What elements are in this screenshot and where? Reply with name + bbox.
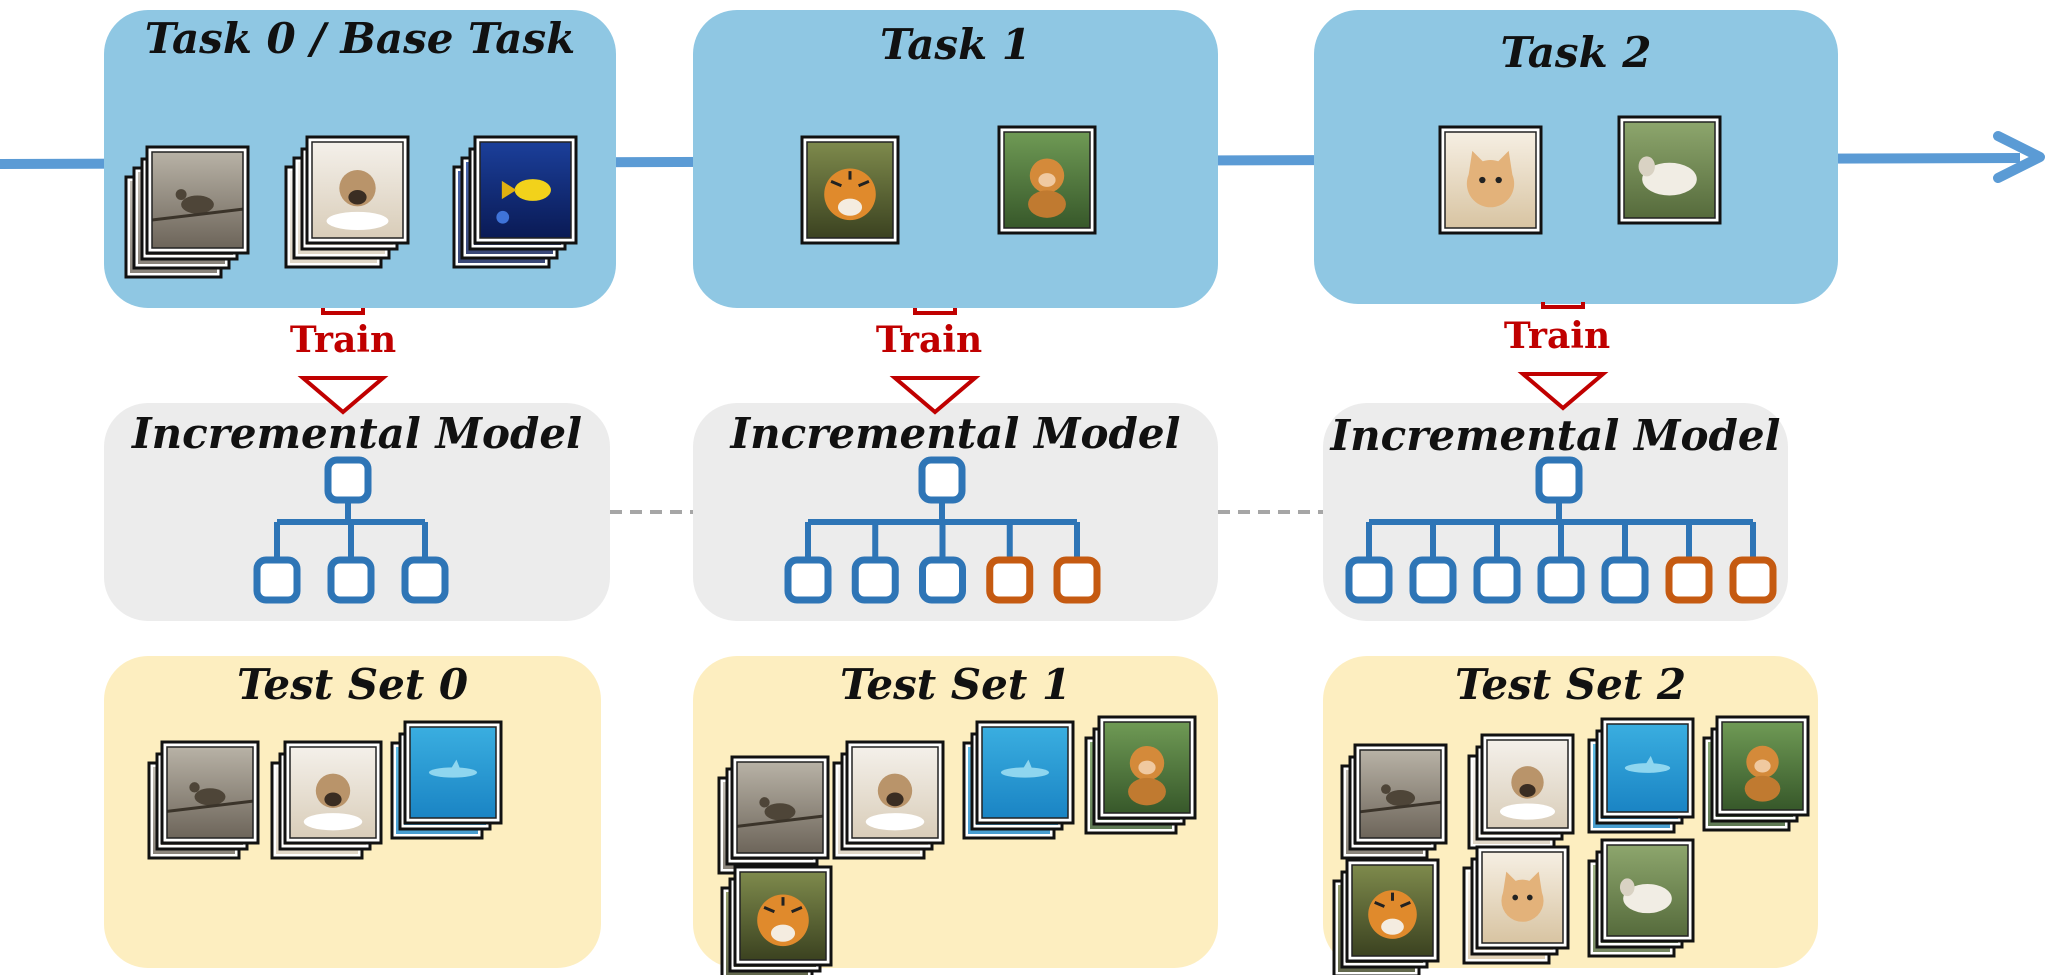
old-class-node <box>1473 556 1521 604</box>
old-class-node <box>327 556 375 604</box>
test-image-stack <box>1587 717 1695 834</box>
test-image-stack <box>147 740 260 860</box>
model-title: Incremental Model <box>131 409 583 458</box>
new-class-node <box>986 556 1034 604</box>
old-class-node <box>1537 556 1585 604</box>
task-image-stack <box>1438 125 1543 235</box>
model-title: Incremental Model <box>730 409 1181 458</box>
test-image-stack <box>390 720 503 840</box>
test-image-stack <box>720 865 833 975</box>
train-label: Train <box>875 319 983 361</box>
timeline-arrowhead <box>1993 131 2045 183</box>
test-image-stack <box>717 755 830 875</box>
task-image-stack <box>284 135 410 269</box>
test-image-stack <box>1332 858 1440 975</box>
old-class-node <box>1409 556 1457 604</box>
old-class-node <box>784 556 832 604</box>
test-set-title: Test Set 1 <box>839 660 1072 709</box>
old-class-node <box>851 556 899 604</box>
old-class-node <box>919 556 966 604</box>
root-node <box>918 456 966 504</box>
test-image-stack <box>962 720 1075 840</box>
old-class-node <box>253 556 301 604</box>
test-image-stack <box>1467 733 1575 850</box>
old-class-node <box>1601 556 1649 604</box>
new-class-node <box>1665 556 1713 604</box>
old-class-node <box>401 556 449 604</box>
train-arrow <box>889 308 981 415</box>
task-1-panel: Task 1 <box>693 10 1218 308</box>
task-title: Task 1 <box>879 20 1032 69</box>
test-image-stack <box>1587 838 1695 958</box>
test-image-stack <box>1084 715 1197 835</box>
test-image-stack <box>1702 715 1810 832</box>
model-title: Incremental Model <box>1330 411 1781 460</box>
task-image-stack <box>800 135 900 245</box>
model-tree <box>1345 456 1777 604</box>
task-image-stack <box>452 135 578 269</box>
root-node <box>1535 456 1583 504</box>
task-image-stack <box>1617 115 1722 225</box>
test-set-title: Test Set 2 <box>1454 660 1687 709</box>
task-image-stack <box>124 145 250 279</box>
test-image-stack <box>270 740 383 860</box>
task-2-panel: Task 2 <box>1314 10 1838 304</box>
new-class-node <box>1053 556 1101 604</box>
train-arrow <box>1517 302 1609 411</box>
train-label: Train <box>289 319 397 361</box>
test-image-stack <box>1462 845 1570 965</box>
old-class-node <box>1345 556 1393 604</box>
test-image-stack <box>1340 743 1448 860</box>
train-label: Train <box>1503 315 1611 357</box>
task-title: Task 2 <box>1500 28 1652 77</box>
train-arrow <box>297 308 389 415</box>
new-class-node <box>1729 556 1777 604</box>
task-image-stack <box>997 125 1097 235</box>
test-image-stack <box>832 740 945 860</box>
model-tree <box>784 456 1101 604</box>
root-node <box>324 456 372 504</box>
model-tree <box>253 456 449 604</box>
task-title: Task 0 / Base Task <box>144 14 576 63</box>
test-set-title: Test Set 0 <box>236 660 469 709</box>
